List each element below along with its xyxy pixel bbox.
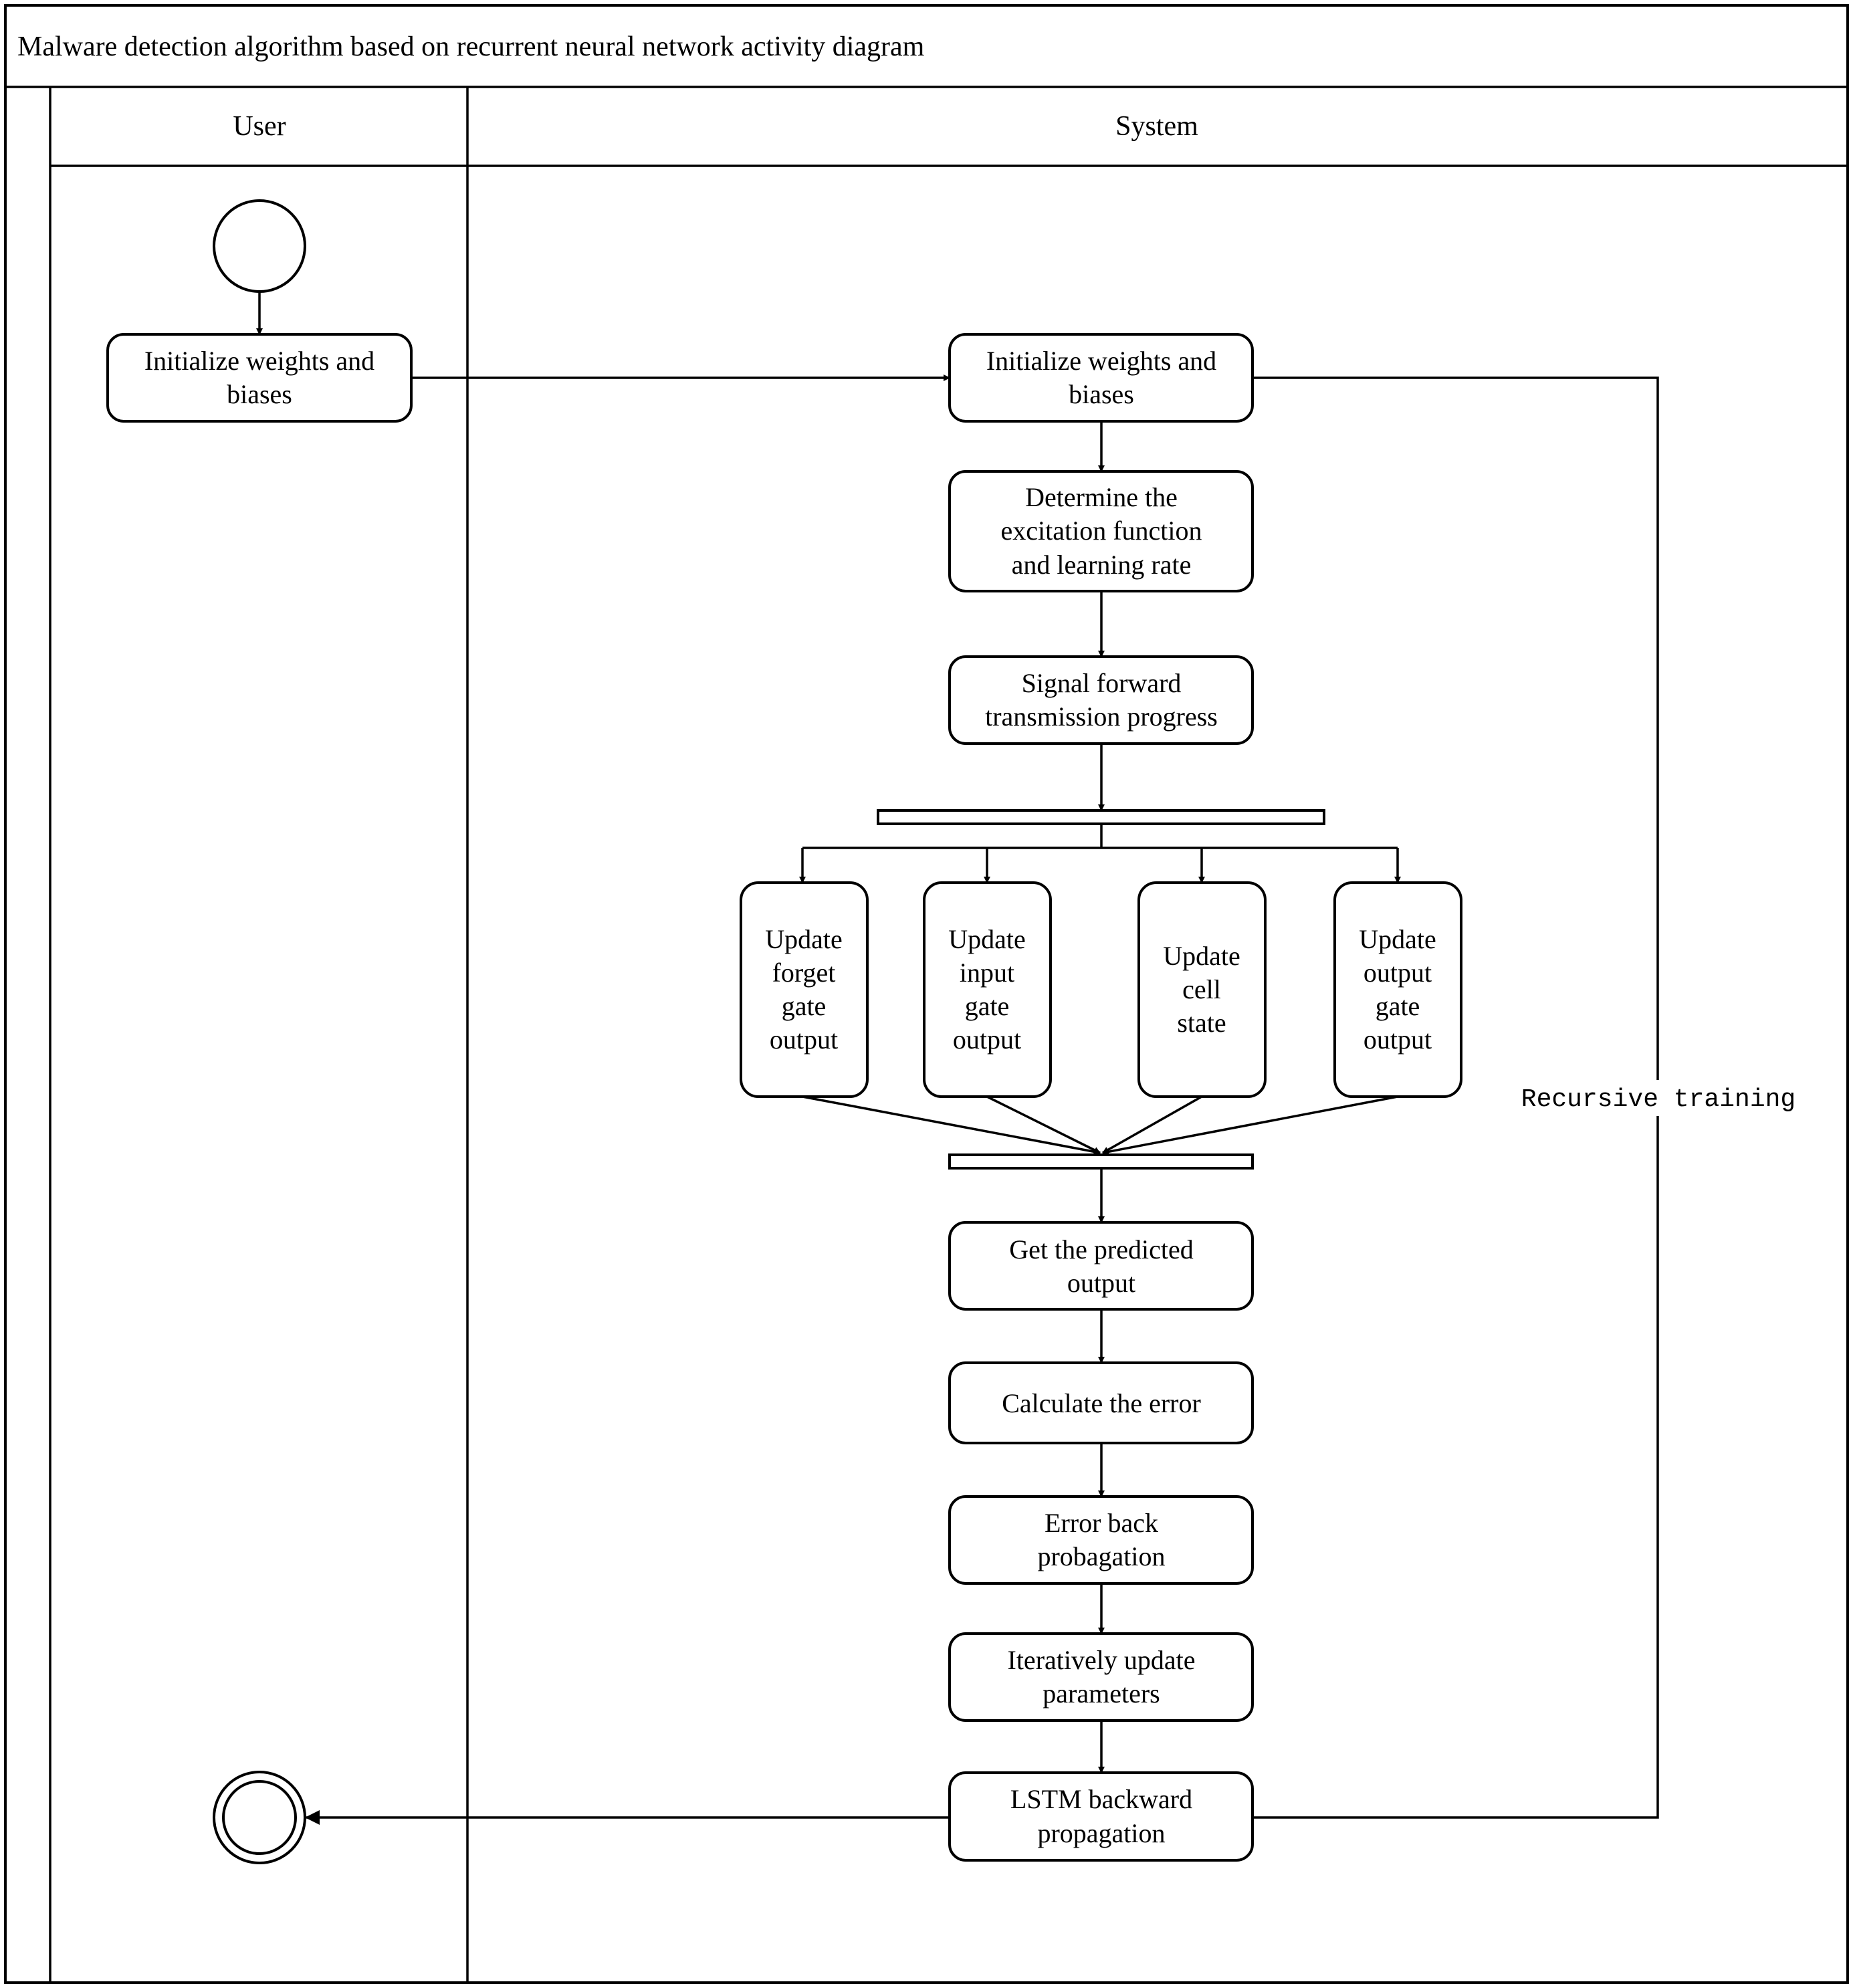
svg-text:excitation function: excitation function [1000, 516, 1202, 546]
svg-text:Update: Update [948, 924, 1026, 954]
svg-text:gate: gate [782, 991, 827, 1021]
action-error-back-probagation: Error back probagation [948, 1495, 1254, 1585]
svg-text:Update: Update [765, 924, 843, 954]
recursive-training-label: Recursive training [1521, 1085, 1795, 1114]
svg-text:output: output [770, 1024, 838, 1055]
end-node [213, 1771, 306, 1864]
svg-text:and learning rate: and learning rate [1012, 550, 1192, 580]
svg-text:gate: gate [965, 991, 1010, 1021]
action-update-cell-state: Update cell state [1137, 881, 1267, 1098]
svg-text:input: input [960, 958, 1014, 988]
loop-label-background [1513, 1080, 1804, 1116]
svg-text:Determine the: Determine the [1025, 482, 1178, 512]
svg-text:parameters: parameters [1043, 1678, 1160, 1708]
svg-text:Error back: Error back [1045, 1508, 1158, 1538]
svg-text:biases: biases [1069, 379, 1134, 409]
svg-text:output: output [1364, 1024, 1432, 1055]
join-bar [948, 1153, 1254, 1170]
action-determine-excitation: Determine the excitation function and le… [948, 470, 1254, 592]
start-node [213, 199, 306, 293]
svg-text:Initialize weights and: Initialize weights and [144, 346, 374, 376]
diagram-title: Malware detection algorithm based on rec… [17, 31, 925, 62]
lane-user-label: User [233, 111, 286, 142]
svg-text:propagation: propagation [1037, 1818, 1165, 1848]
svg-text:forget: forget [772, 958, 836, 988]
action-signal-forward: Signal forward transmission progress [948, 655, 1254, 745]
fork-bar [877, 809, 1325, 825]
svg-text:Initialize weights and: Initialize weights and [986, 346, 1216, 376]
action-update-forget-gate: Update forget gate output [740, 881, 869, 1098]
svg-text:gate: gate [1376, 991, 1420, 1021]
svg-text:output: output [1364, 958, 1432, 988]
connectors [256, 292, 1659, 1825]
svg-text:Calculate the error: Calculate the error [1002, 1388, 1201, 1418]
svg-text:transmission progress: transmission progress [985, 701, 1218, 732]
svg-text:biases: biases [227, 379, 292, 409]
action-calculate-error: Calculate the error [948, 1361, 1254, 1444]
svg-text:output: output [1067, 1268, 1135, 1298]
action-initialize-weights-system: Initialize weights and biases [948, 333, 1254, 423]
svg-text:LSTM backward: LSTM backward [1010, 1784, 1192, 1814]
svg-text:cell: cell [1182, 974, 1221, 1004]
action-update-output-gate: Update output gate output [1333, 881, 1462, 1098]
svg-text:Get the predicted: Get the predicted [1009, 1234, 1193, 1264]
action-iteratively-update: Iteratively update parameters [948, 1632, 1254, 1722]
lane-system-label: System [1115, 111, 1198, 142]
svg-text:Iteratively update: Iteratively update [1008, 1645, 1196, 1675]
action-update-input-gate: Update input gate output [923, 881, 1052, 1098]
action-lstm-backward-propagation: LSTM backward propagation [948, 1771, 1254, 1862]
svg-text:Signal forward: Signal forward [1022, 668, 1182, 698]
svg-text:probagation: probagation [1037, 1541, 1165, 1571]
action-initialize-weights-user: Initialize weights and biases [106, 333, 413, 423]
svg-text:Update: Update [1163, 941, 1240, 971]
svg-text:state: state [1177, 1008, 1226, 1038]
action-get-predicted-output: Get the predicted output [948, 1221, 1254, 1311]
svg-text:output: output [953, 1024, 1021, 1055]
svg-text:Update: Update [1359, 924, 1436, 954]
